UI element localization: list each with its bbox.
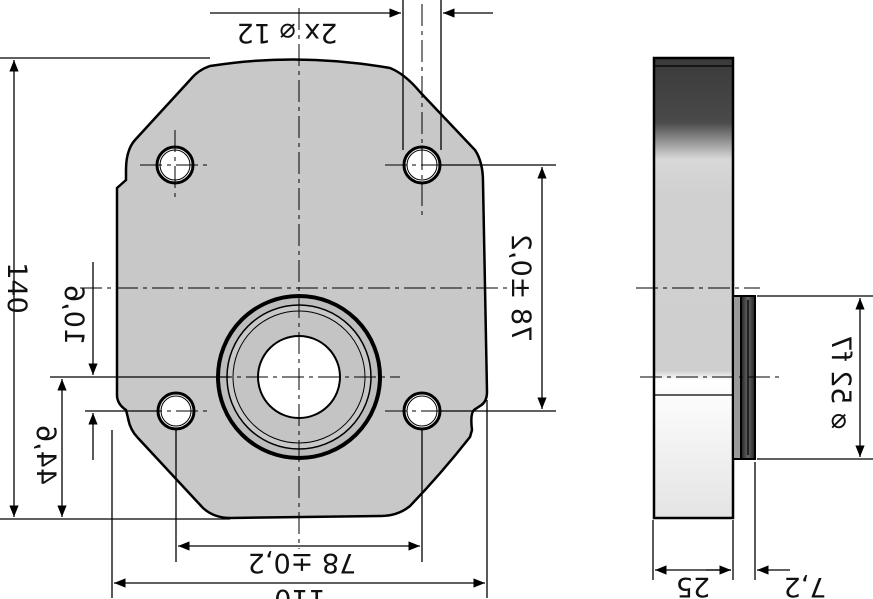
boss-diameter-label: ⌀ 52 f7 <box>825 335 856 429</box>
hole-spacing-horizontal-label: 78 ±0,2 <box>248 547 357 578</box>
hole-spacing-vertical-label: 78 ±0,2 <box>505 234 536 343</box>
hole-diameter-label: 2x ⌀ 12 <box>237 17 338 48</box>
front-view: 2x ⌀ 12 140 10,6 44,6 78 ±0,2 78 ±0,2 11… <box>0 0 556 599</box>
overall-height-label: 140 <box>1 262 32 314</box>
offset-lower-label: 44,6 <box>30 425 61 485</box>
boss-height-label: 7,2 <box>784 571 827 599</box>
flange-body <box>115 58 489 520</box>
overall-width-label: 110 <box>274 583 326 599</box>
thickness-label: 25 <box>676 571 710 599</box>
side-view: ⌀ 52 f7 25 7,2 <box>636 56 873 599</box>
offset-upper-label: 10,6 <box>58 285 89 345</box>
